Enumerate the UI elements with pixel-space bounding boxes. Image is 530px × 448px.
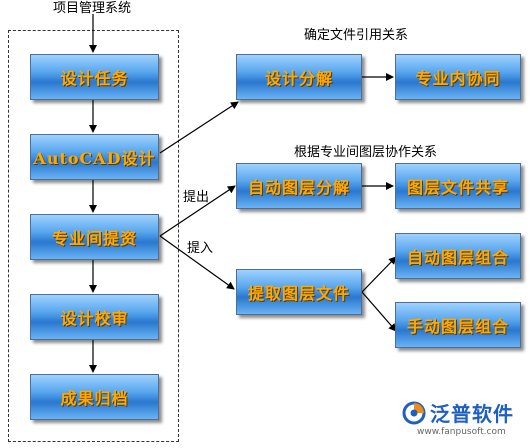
arrow-extract-to-manualcombine [361, 291, 397, 332]
annotation-receive: 提入 [187, 241, 214, 256]
arrow-submit-to-autolayer [159, 185, 236, 237]
arrow-extract-to-autocombine [361, 256, 397, 293]
fanpu-logo-icon [402, 401, 426, 425]
annotation-by-layer-relation: 根据专业间图层协作关系 [294, 145, 438, 160]
step-inter-discipline-submit: 专业间提资 [30, 214, 159, 260]
brand-name: 泛普软件 [430, 402, 514, 426]
node-intra-collaboration: 专业内协同 [395, 54, 521, 100]
node-extract-layer-file: 提取图层文件 [236, 269, 362, 315]
step-design-task: 设计任务 [30, 54, 159, 100]
node-auto-layer-combine: 自动图层组合 [395, 233, 521, 279]
node-manual-layer-combine: 手动图层组合 [395, 302, 521, 348]
step-autocad-design: AutoCAD设计 [30, 134, 159, 180]
arrow-cad-to-breakdown [159, 101, 239, 154]
arrow-submit-to-extract [159, 235, 235, 290]
annotation-submit: 提出 [183, 190, 210, 205]
step-design-review: 设计校审 [30, 294, 159, 340]
node-layer-file-share: 图层文件共享 [395, 163, 521, 209]
brand-logo: 泛普软件 [402, 398, 514, 427]
brand-url: www.fanpusoft.com [417, 427, 506, 437]
node-auto-layer-breakdown: 自动图层分解 [236, 163, 362, 209]
step-archive: 成果归档 [30, 374, 159, 420]
node-design-breakdown: 设计分解 [236, 54, 362, 100]
system-title: 项目管理系统 [53, 1, 132, 16]
annotation-determine-relation: 确定文件引用关系 [304, 28, 409, 43]
